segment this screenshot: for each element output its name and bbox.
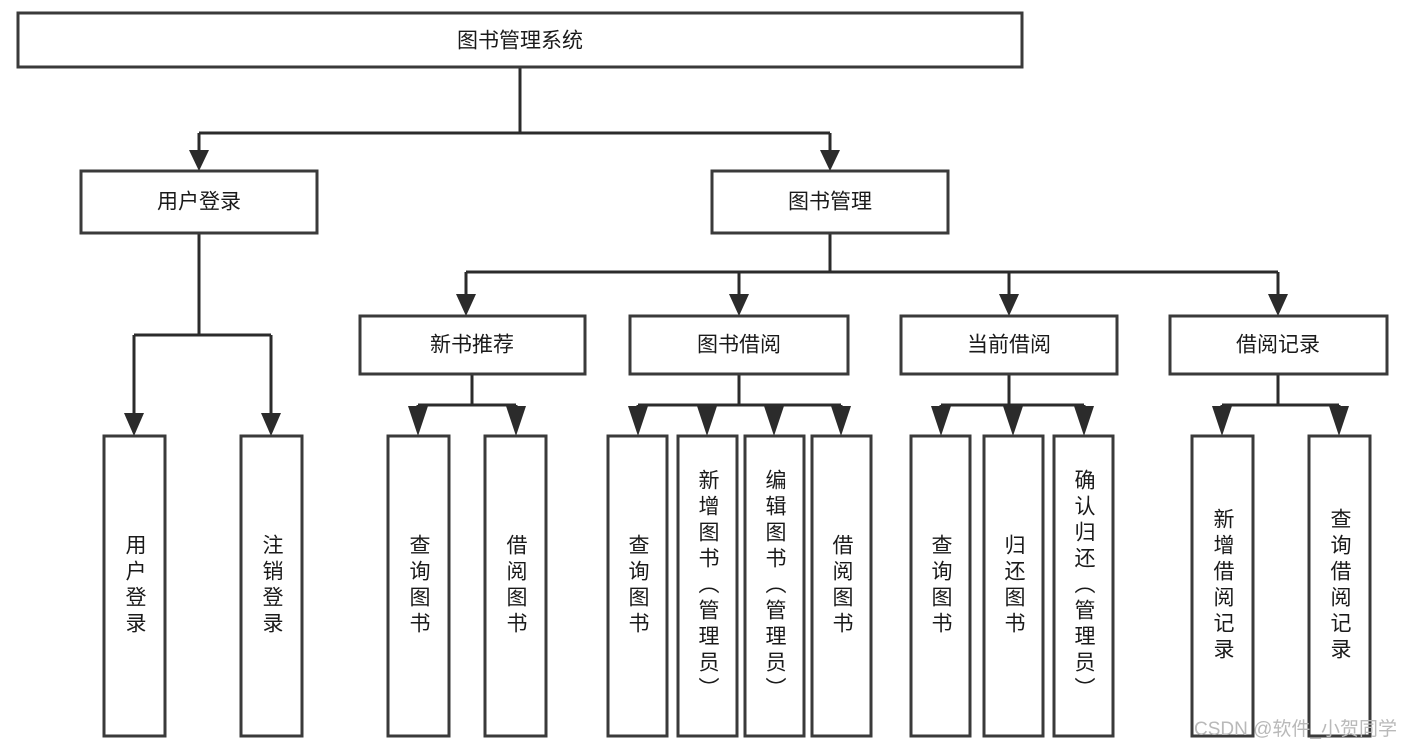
arrow-head-leaf-query-book-2 — [628, 406, 648, 436]
node-leaf-return-book-box[interactable] — [982, 434, 1045, 738]
connector-group-book-manage — [456, 233, 1288, 316]
node-new-book-recommend-box[interactable] — [358, 314, 587, 376]
arrow-head-leaf-query-borrow-record — [1329, 406, 1349, 436]
arrow-head-leaf-query-book-1 — [408, 406, 428, 436]
arrow-head-leaf-add-borrow-record — [1212, 406, 1232, 436]
node-root-label: 图书管理系统 — [457, 30, 583, 53]
arrow-head-user-login — [189, 150, 209, 171]
node-current-borrow[interactable]: 当前借阅 — [899, 314, 1119, 376]
node-leaf-user-login-box[interactable] — [102, 434, 167, 738]
node-borrow-record-label: 借阅记录 — [1236, 334, 1320, 357]
connector-group-current-borrow — [931, 374, 1094, 436]
arrow-head-leaf-query-book-3 — [931, 406, 951, 436]
arrow-head-leaf-logout-login — [261, 413, 281, 436]
node-book-manage[interactable]: 图书管理 — [710, 169, 950, 235]
node-leaf-confirm-return-admin-box[interactable] — [1052, 434, 1115, 738]
connector-group-root — [189, 67, 840, 171]
node-leaf-add-borrow-record-box[interactable] — [1190, 434, 1255, 738]
leaf-box-group — [102, 434, 1372, 738]
arrow-head-new-book-recommend — [456, 294, 476, 316]
node-leaf-borrow-book-1-box[interactable] — [483, 434, 548, 738]
connector-group-user-login — [124, 233, 281, 436]
node-root-box[interactable] — [16, 11, 1024, 69]
node-book-borrow-box[interactable] — [628, 314, 850, 376]
arrow-head-leaf-confirm-return-admin — [1074, 406, 1094, 436]
node-borrow-record[interactable]: 借阅记录 — [1168, 314, 1389, 376]
node-new-book-recommend-label: 新书推荐 — [430, 334, 514, 357]
node-leaf-query-book-1-box[interactable] — [386, 434, 451, 738]
arrow-head-leaf-edit-book-admin — [764, 406, 784, 436]
connector-group-new-book-recommend — [408, 374, 526, 436]
node-leaf-add-book-admin-box[interactable] — [676, 434, 739, 738]
node-leaf-query-book-3-box[interactable] — [909, 434, 972, 738]
node-leaf-query-book-2-box[interactable] — [606, 434, 669, 738]
node-root[interactable]: 图书管理系统 — [16, 11, 1024, 69]
node-borrow-record-box[interactable] — [1168, 314, 1389, 376]
node-book-borrow[interactable]: 图书借阅 — [628, 314, 850, 376]
csdn-watermark: CSDN @软件_小贺同学 — [1194, 719, 1397, 740]
node-leaf-edit-book-admin-box[interactable] — [743, 434, 806, 738]
node-new-book-recommend[interactable]: 新书推荐 — [358, 314, 587, 376]
connector-group-book-borrow — [628, 374, 851, 436]
arrow-head-borrow-record — [1268, 294, 1288, 316]
arrow-head-book-borrow — [729, 294, 749, 316]
node-user-login-box[interactable] — [79, 169, 319, 235]
node-book-manage-box[interactable] — [710, 169, 950, 235]
node-current-borrow-box[interactable] — [899, 314, 1119, 376]
node-leaf-logout-login-box[interactable] — [239, 434, 304, 738]
connector-group-borrow-record — [1212, 374, 1349, 436]
arrow-head-current-borrow — [999, 294, 1019, 316]
arrow-head-leaf-borrow-book-2 — [831, 406, 851, 436]
node-user-login[interactable]: 用户登录 — [79, 169, 319, 235]
node-book-manage-label: 图书管理 — [788, 191, 872, 214]
node-user-login-label: 用户登录 — [157, 191, 241, 214]
arrow-head-leaf-add-book-admin — [697, 406, 717, 436]
node-leaf-borrow-book-2-box[interactable] — [810, 434, 873, 738]
arrow-head-leaf-return-book — [1003, 406, 1023, 436]
node-leaf-query-borrow-record-box[interactable] — [1307, 434, 1372, 738]
node-book-borrow-label: 图书借阅 — [697, 334, 781, 357]
arrow-head-book-manage — [820, 150, 840, 171]
arrow-head-leaf-user-login — [124, 413, 144, 436]
arrow-head-leaf-borrow-book-1 — [506, 406, 526, 436]
node-current-borrow-label: 当前借阅 — [967, 334, 1051, 357]
